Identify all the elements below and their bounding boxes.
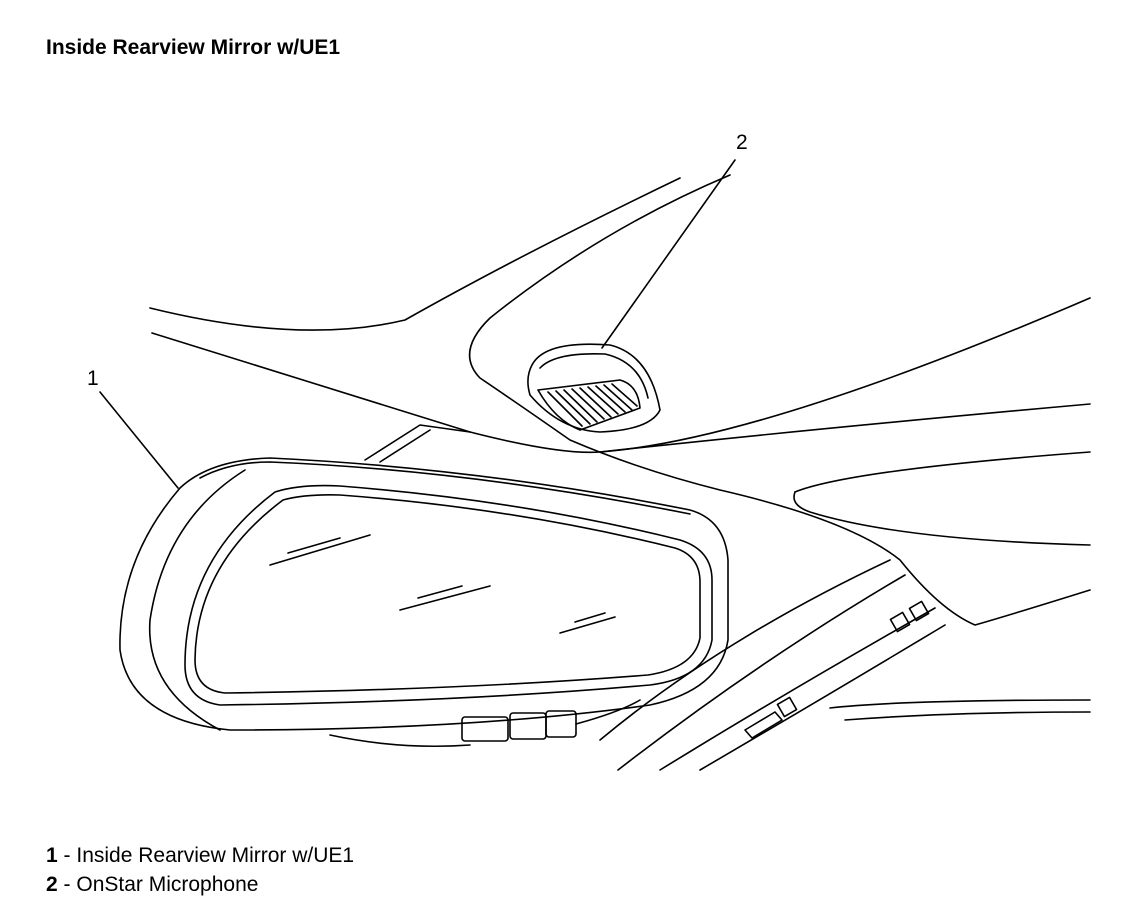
- legend-separator: -: [57, 873, 77, 896]
- rearview-mirror: [119, 457, 729, 748]
- legend-separator: -: [57, 844, 77, 867]
- leader-line-1: [99, 391, 179, 489]
- diagram-title: Inside Rearview Mirror w/UE1: [46, 36, 341, 59]
- leader-line-2: [601, 159, 736, 349]
- headliner-outline: [149, 174, 1091, 626]
- legend-number: 2: [46, 873, 58, 896]
- legend: 1 - Inside Rearview Mirror w/UE1 2 - OnS…: [46, 841, 354, 899]
- legend-label: Inside Rearview Mirror w/UE1: [76, 844, 355, 867]
- onstar-microphone: [527, 343, 661, 433]
- windshield-edge: [364, 424, 1091, 771]
- legend-number: 1: [46, 844, 58, 867]
- leader-lines: [99, 159, 736, 489]
- legend-label: OnStar Microphone: [76, 873, 259, 896]
- callout-number-1: 1: [87, 367, 99, 390]
- legend-item-1: 1 - Inside Rearview Mirror w/UE1: [46, 841, 354, 870]
- legend-item-2: 2 - OnStar Microphone: [46, 870, 354, 899]
- callout-number-2: 2: [736, 131, 748, 154]
